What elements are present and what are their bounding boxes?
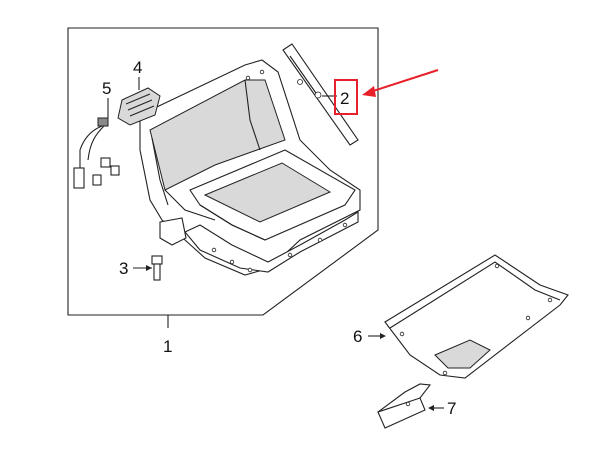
glove-box (139, 59, 361, 276)
highlight-arrow-shaft (369, 69, 439, 93)
callout-1: 1 (163, 337, 172, 356)
callout-5: 5 (102, 79, 111, 98)
wire-harness (73, 117, 120, 189)
callout-2: 2 (340, 89, 349, 108)
callout-4: 4 (133, 58, 142, 77)
highlight-arrow-head (362, 86, 376, 97)
damper-strut (282, 43, 359, 146)
callout-7: 7 (447, 399, 456, 418)
assembly-boundary (67, 27, 379, 316)
arrow-6 (380, 333, 386, 339)
pin-clip (151, 255, 163, 281)
callout-3: 3 (119, 259, 128, 278)
latch (377, 383, 432, 429)
arrow-3 (146, 265, 152, 271)
arrow-7 (428, 405, 434, 411)
glove-box-liner (384, 254, 569, 379)
callout-6: 6 (353, 327, 362, 346)
lamp-assembly (117, 87, 161, 126)
highlight-box (334, 79, 358, 115)
